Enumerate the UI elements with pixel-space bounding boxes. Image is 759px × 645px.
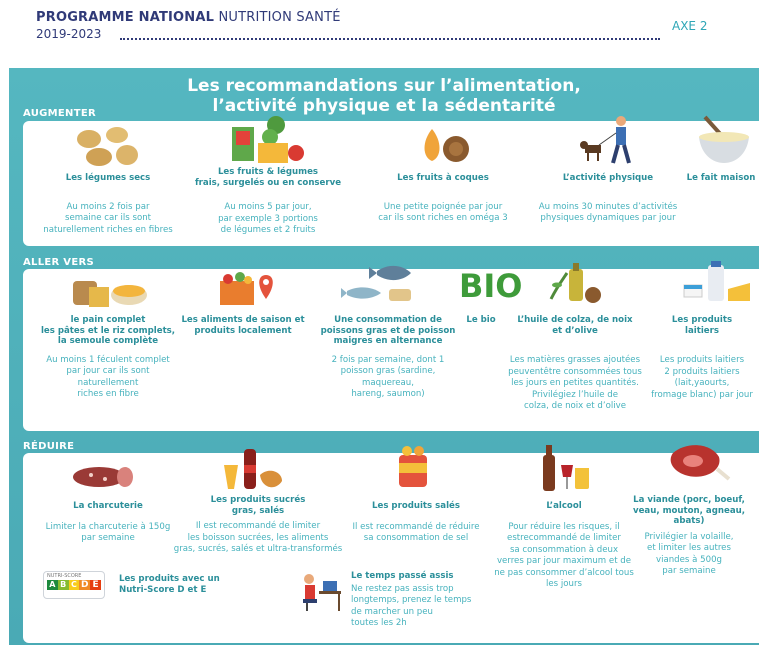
poisson-icon bbox=[341, 265, 411, 301]
nutriscore-icon: NUTRI-SCORE A B C D E bbox=[43, 571, 105, 599]
panel-title: Les recommandations sur l’alimentation, … bbox=[187, 76, 581, 116]
viande-icon bbox=[670, 445, 731, 481]
section-label-augmenter: AUGMENTER bbox=[23, 108, 96, 119]
alcool-icon bbox=[543, 445, 589, 491]
produits-laitiers-icon bbox=[683, 261, 750, 301]
pain-complet-icon bbox=[73, 281, 147, 307]
item-fait-maison: Le fait maison bbox=[686, 173, 756, 183]
section-reduire: La charcuterie Limiter la charcuterie à … bbox=[23, 445, 759, 643]
aliments-saison-icon bbox=[220, 272, 273, 305]
item-fruits-coques: Les fruits à coques Une petite poignée p… bbox=[378, 173, 508, 223]
fruits-coques-icon bbox=[424, 129, 469, 162]
item-produits-sales: Les produits salés Il est recommandé de … bbox=[352, 501, 480, 543]
item-bio: Le bio bbox=[466, 315, 496, 325]
item-charcuterie: La charcuterie Limiter la charcuterie à … bbox=[45, 501, 171, 543]
programme-title: PROGRAMME NATIONAL NUTRITION SANTÉ bbox=[36, 10, 341, 25]
item-temps-assis: Le temps passé assis Ne restez pas assis… bbox=[351, 571, 472, 628]
produits-sucres-icon bbox=[224, 449, 282, 489]
recommendations-panel: Les recommandations sur l’alimentation, … bbox=[9, 68, 759, 645]
huile-icon bbox=[549, 263, 601, 303]
dotted-divider bbox=[120, 38, 660, 40]
legumes-secs-icon bbox=[77, 127, 138, 166]
axe-label: AXE 2 bbox=[672, 19, 708, 33]
section-label-reduire: RÉDUIRE bbox=[23, 441, 75, 452]
fruits-legumes-icon bbox=[232, 116, 304, 163]
programme-years: 2019-2023 bbox=[36, 27, 102, 41]
section-label-aller-vers: ALLER VERS bbox=[23, 257, 94, 268]
bio-logo-icon: BIO bbox=[459, 267, 523, 305]
charcuterie-icon bbox=[73, 467, 133, 487]
item-viande: La viande (porc, boeuf,veau, mouton, agn… bbox=[632, 495, 746, 576]
fait-maison-icon bbox=[699, 115, 749, 163]
produits-sales-icon bbox=[399, 446, 427, 487]
activite-physique-icon bbox=[580, 116, 631, 164]
item-activite-physique: L’activité physique Au moins 30 minutes … bbox=[538, 173, 678, 223]
temps-assis-icon bbox=[303, 574, 341, 611]
